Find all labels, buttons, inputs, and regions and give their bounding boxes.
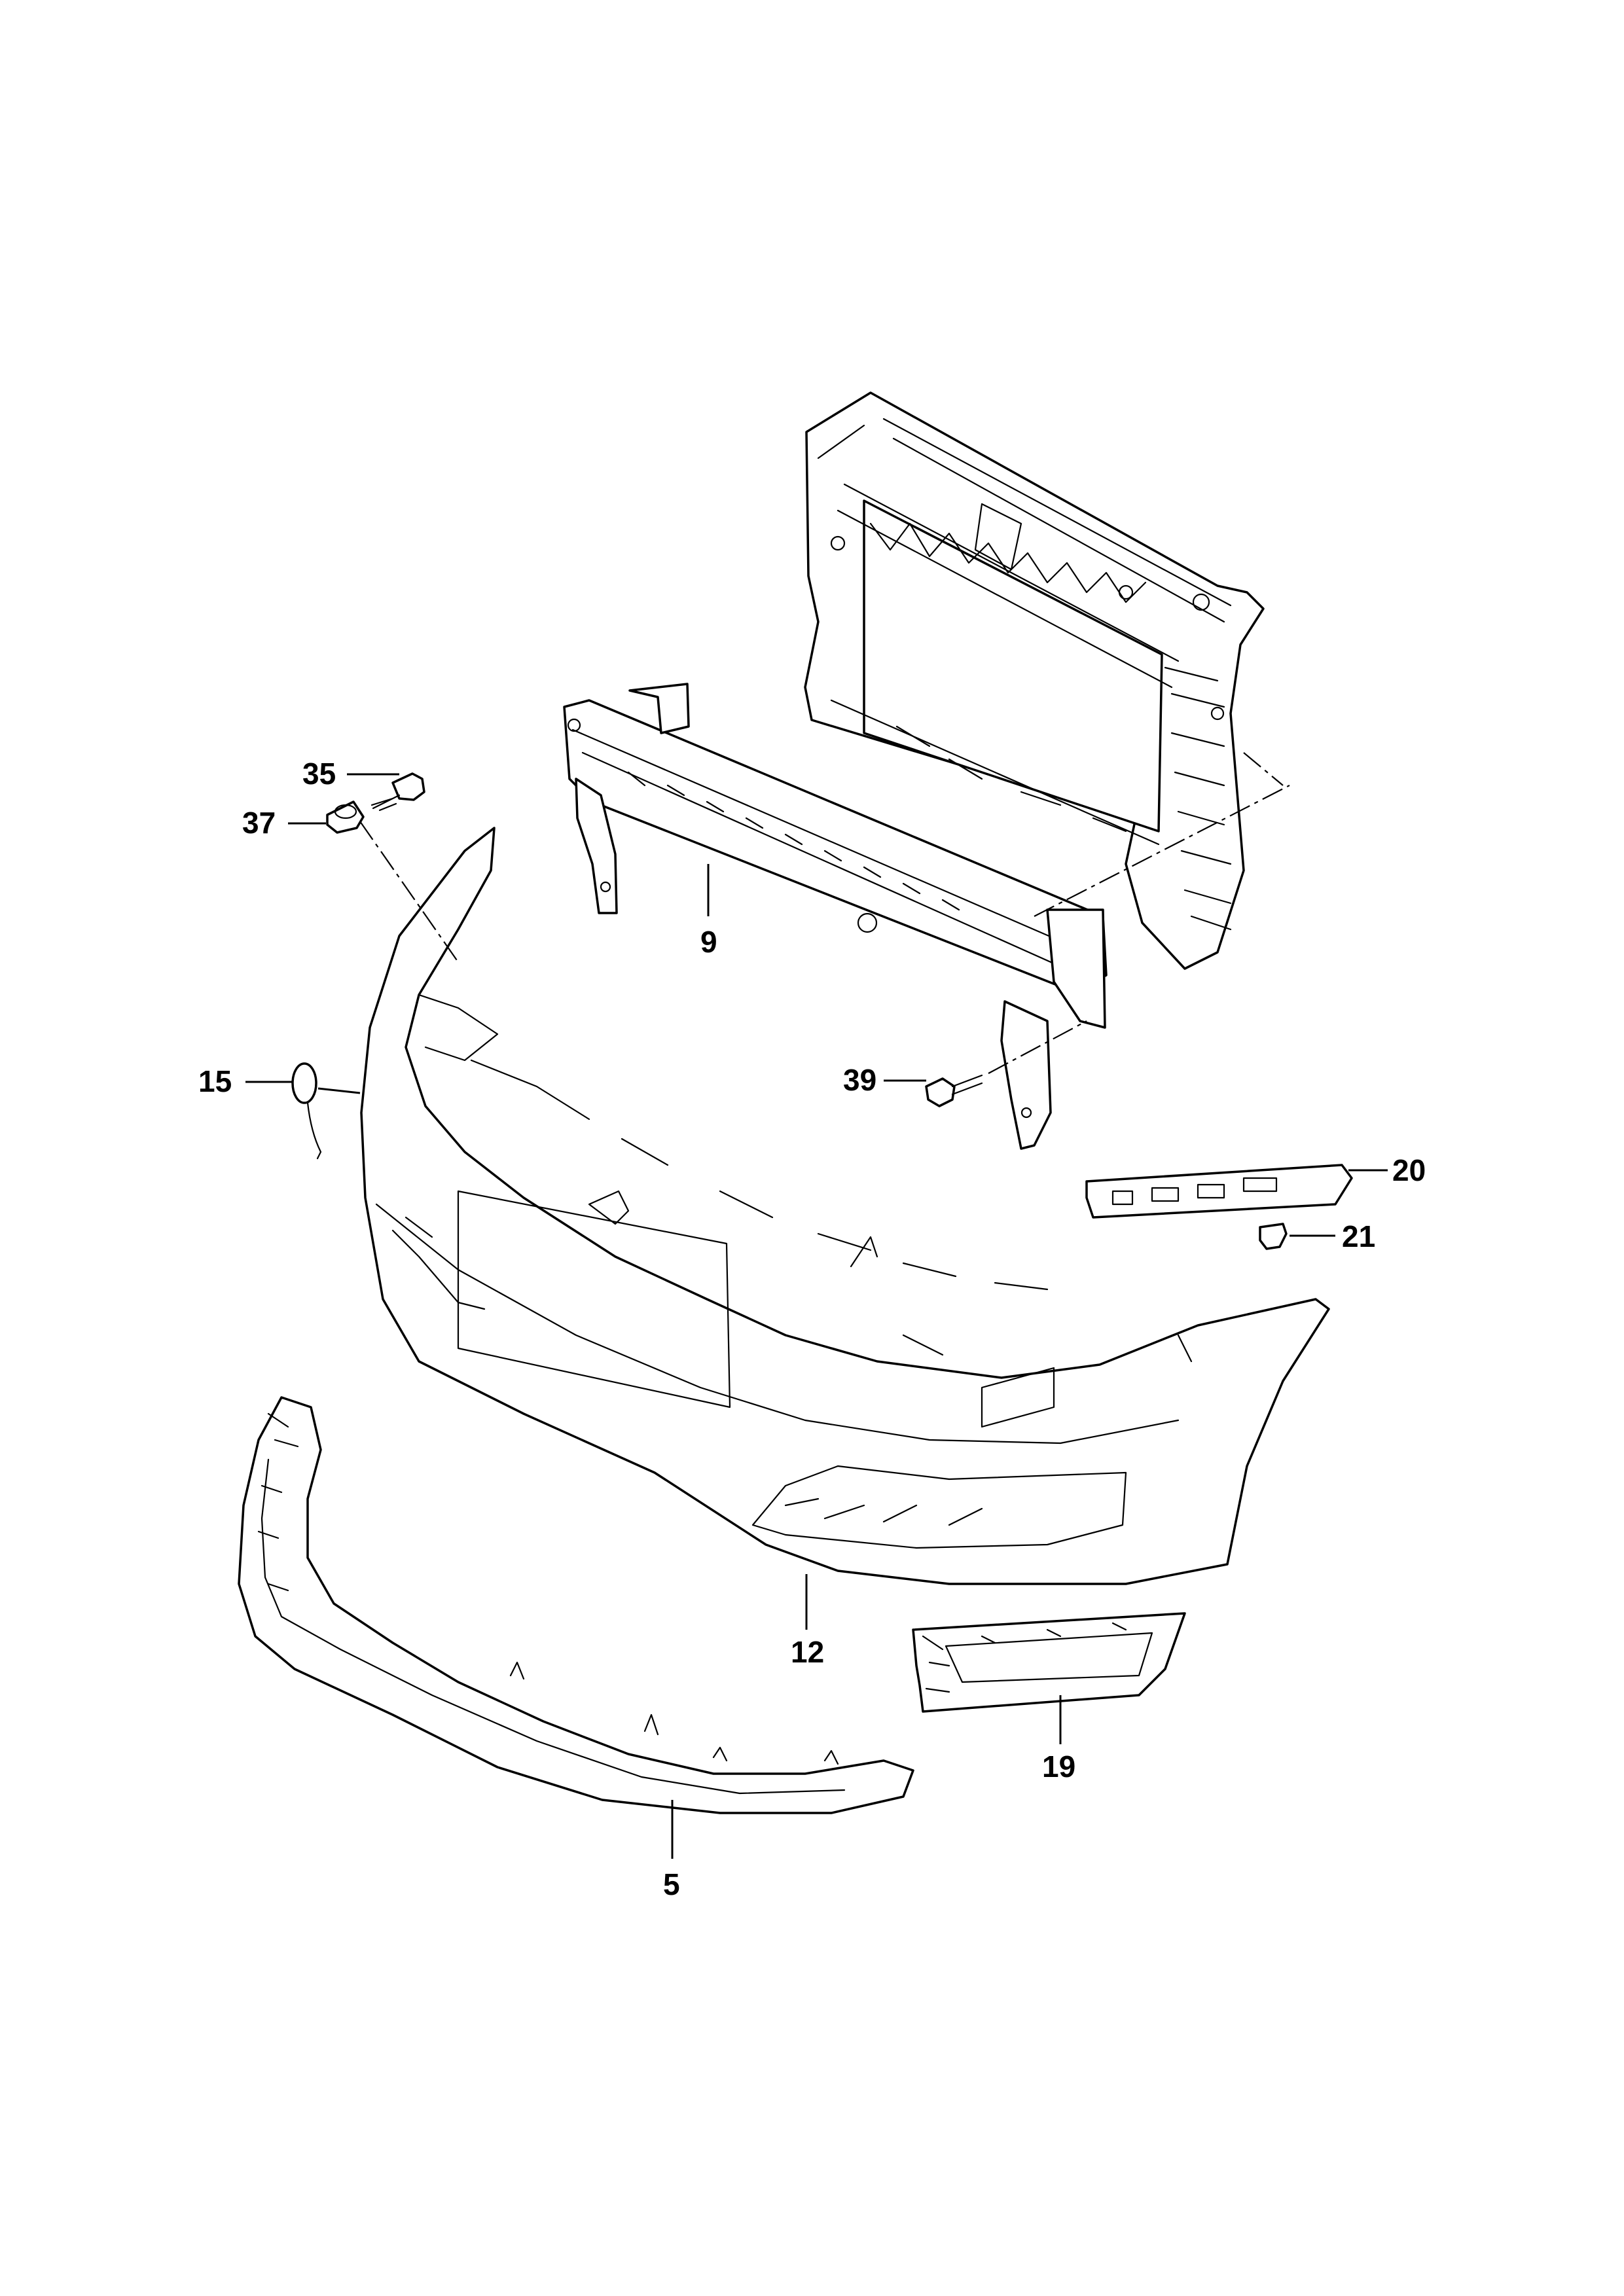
callout-19: 19 [1042,1749,1075,1784]
fog-grille-drawing [912,1612,1186,1713]
callout-5: 5 [663,1867,680,1901]
callout-35: 35 [302,757,336,791]
bumper-cover-drawing [360,827,1330,1585]
impact-bar-drawing [563,683,1108,1150]
bolt-39-drawing [925,1074,983,1107]
side-bracket-drawing [1085,1164,1353,1219]
callout-20: 20 [1392,1153,1426,1187]
clip-21-drawing [1259,1223,1288,1250]
callout-39: 39 [843,1063,876,1097]
clip-37-drawing [326,800,365,834]
lower-spoiler-drawing [238,1396,914,1814]
screw-35-drawing [370,772,425,812]
leader-lines [245,773,1388,1859]
callout-37: 37 [242,806,276,840]
alignment-lines [359,752,1290,1074]
callout-12: 12 [791,1635,824,1669]
callout-21: 21 [1342,1219,1375,1253]
cap-15-drawing [291,1062,322,1160]
callout-9: 9 [700,925,717,959]
callout-labels: 35 37 9 15 39 20 21 12 19 5 [198,757,1426,1901]
callout-15: 15 [198,1064,232,1098]
front-carrier-drawing [804,391,1265,970]
